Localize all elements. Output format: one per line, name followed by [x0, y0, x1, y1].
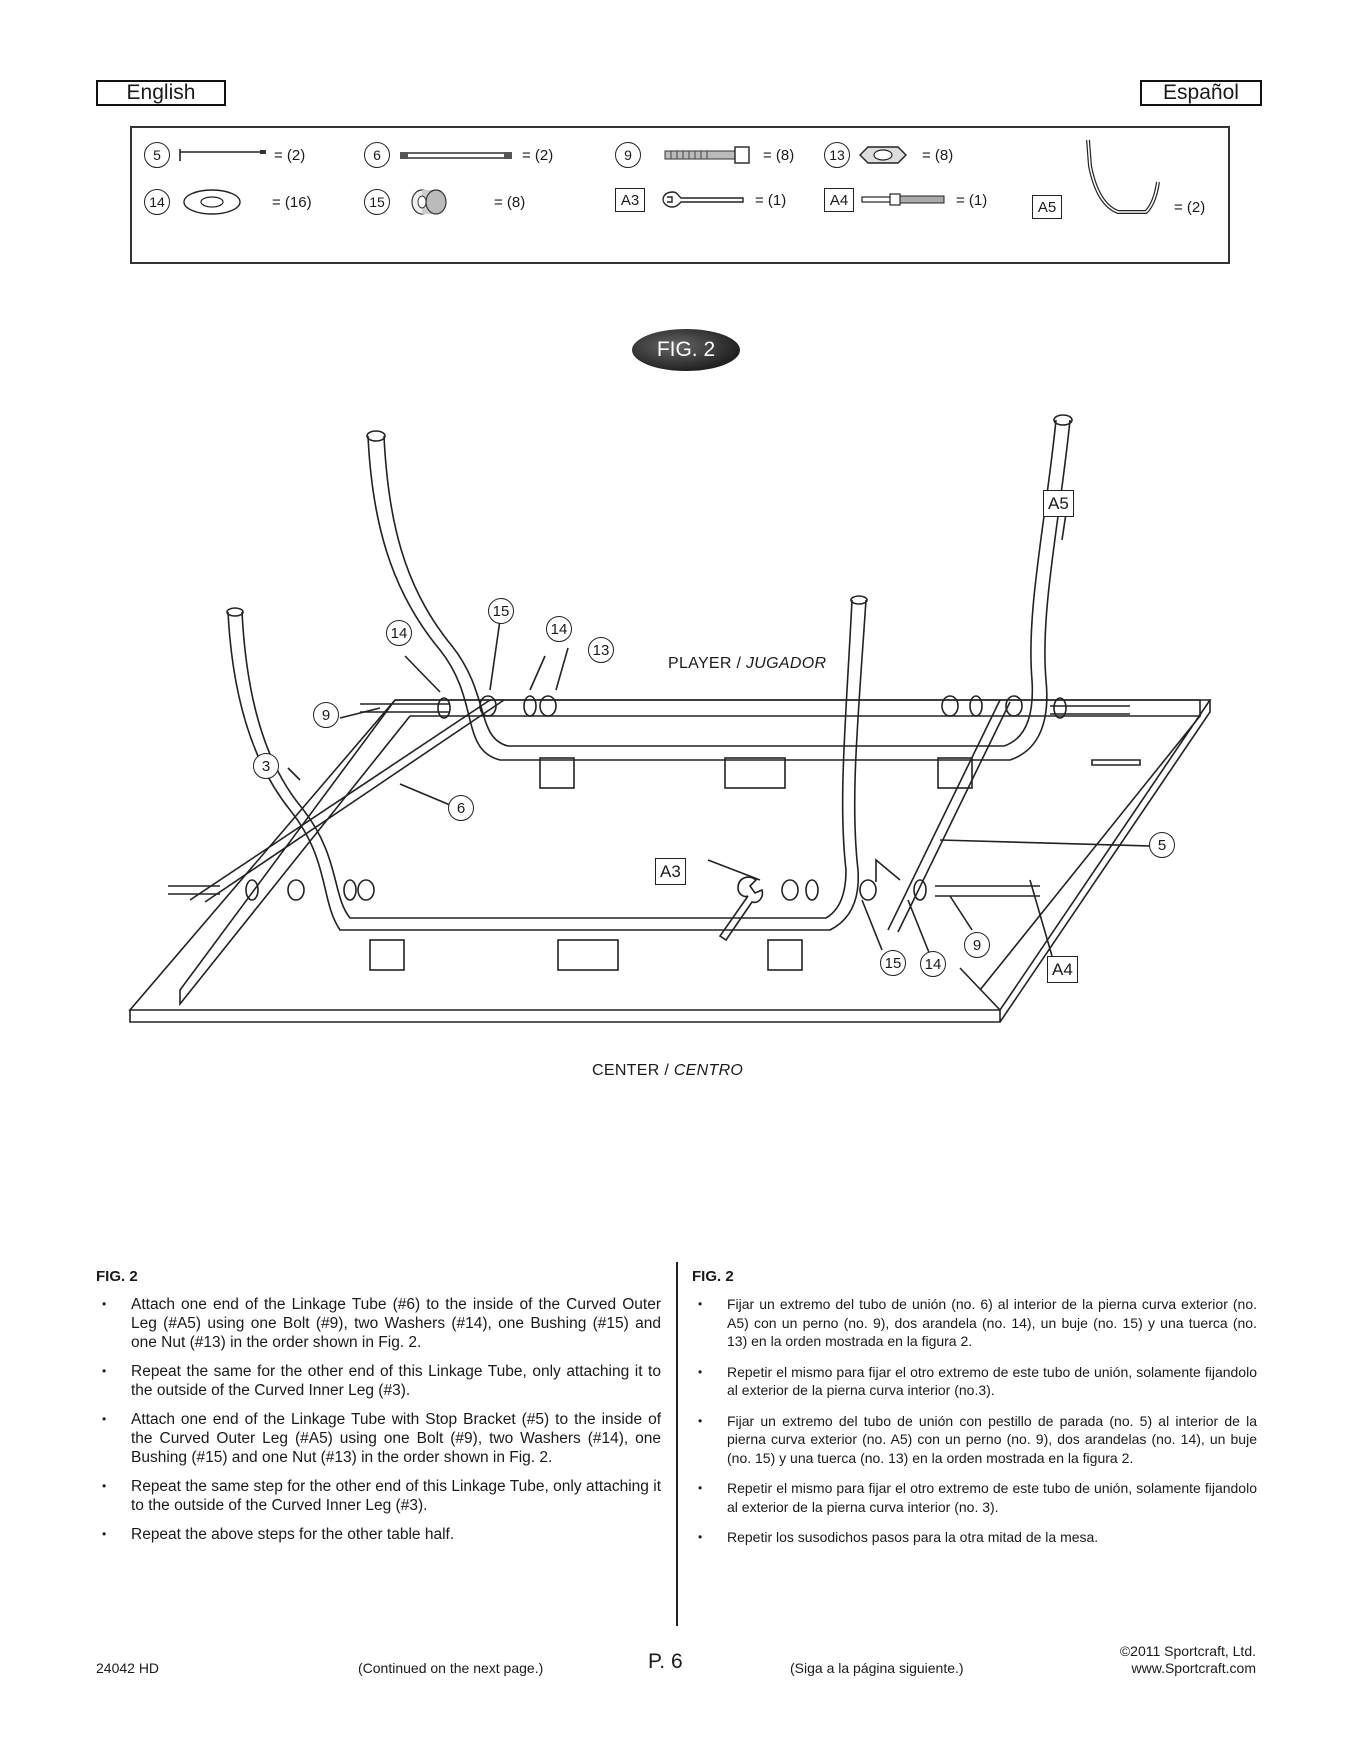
- callout-inner-leg: 3: [253, 753, 279, 779]
- callout-washer: 14: [386, 620, 412, 646]
- player-label: PLAYER /: [668, 655, 742, 672]
- callout-bolt: 9: [964, 932, 990, 958]
- linkage-tube-icon: [400, 152, 512, 159]
- part-quantity: = (8): [763, 146, 795, 164]
- instructions-heading: FIG. 2: [692, 1268, 734, 1285]
- assembly-drawing: [128, 414, 1212, 1023]
- website: www.Sportcraft.com: [1131, 1660, 1256, 1676]
- callout-stop-bracket: 5: [1149, 832, 1175, 858]
- part-number: 14: [144, 189, 170, 215]
- part-number: 13: [824, 142, 850, 168]
- instruction-step: Repetir el mismo para fijar el otro extr…: [692, 1363, 1257, 1400]
- continued-note-en: (Continued on the next page.): [358, 1660, 544, 1676]
- part-number: A5: [1032, 195, 1062, 219]
- instructions-spanish: FIG. 2 Fijar un extremo del tubo de unió…: [692, 1268, 1257, 1559]
- continued-note-es: (Siga a la página siguiente.): [790, 1660, 964, 1676]
- language-tab-spanish: Español: [1140, 80, 1262, 106]
- instruction-step: Attach one end of the Linkage Tube (#6) …: [96, 1295, 661, 1352]
- figure-badge: FIG. 2: [632, 329, 740, 371]
- curved-leg-icon: [1086, 139, 1160, 214]
- callout-allen-key: A4: [1047, 956, 1078, 983]
- instruction-step: Attach one end of the Linkage Tube with …: [96, 1410, 661, 1467]
- instruction-step: Repeat the same for the other end of thi…: [96, 1362, 661, 1400]
- nut-icon: [859, 146, 907, 164]
- part-quantity: = (8): [922, 146, 954, 164]
- part-quantity: = (2): [274, 146, 306, 164]
- callout-washer: 14: [546, 616, 572, 642]
- instruction-step: Repeat the same step for the other end o…: [96, 1477, 661, 1515]
- part-number: A3: [615, 188, 645, 212]
- part-13: 13 = (8): [824, 142, 953, 168]
- part-6: 6 = (2): [364, 142, 553, 168]
- page-number: P. 6: [648, 1650, 683, 1673]
- center-label: CENTER /: [592, 1062, 670, 1079]
- part-quantity: = (2): [522, 146, 554, 164]
- player-side-label: PLAYER / JUGADOR: [668, 655, 826, 673]
- copyright: ©2011 Sportcraft, Ltd.: [1119, 1643, 1256, 1659]
- part-a4: A4 = (1): [824, 188, 987, 212]
- part-5: 5 = (2): [144, 142, 305, 168]
- center-label-es: CENTRO: [673, 1062, 744, 1079]
- part-number: A4: [824, 188, 854, 212]
- callout-washer: 14: [920, 951, 946, 977]
- stop-bracket-icon: [179, 149, 266, 161]
- callout-bushing: 15: [488, 598, 514, 624]
- instruction-step: Repetir los susodichos pasos para la otr…: [692, 1528, 1257, 1547]
- assembly-diagram: 14 15 14 13 9 3 6 5 15 14 9 A5 A3 A4 PLA…: [128, 414, 1212, 1080]
- callout-curved-outer-leg: A5: [1043, 490, 1074, 517]
- instruction-step: Repeat the above steps for the other tab…: [96, 1525, 661, 1544]
- part-15: 15 = (8): [364, 188, 525, 216]
- column-divider: [676, 1262, 678, 1626]
- part-quantity: = (2): [1174, 198, 1206, 216]
- language-tab-english: English: [96, 80, 226, 106]
- callout-wrench: A3: [655, 858, 686, 885]
- parts-list: 5 = (2) 6 = (2) 9 = (8) 13 = (8) 14 = (1…: [130, 126, 1230, 264]
- part-quantity: = (1): [755, 191, 787, 209]
- player-label-es: JUGADOR: [746, 655, 827, 672]
- part-quantity: = (1): [956, 191, 988, 209]
- bolt-icon: [664, 146, 750, 164]
- part-9: 9 = (8): [615, 142, 794, 168]
- part-number: 15: [364, 189, 390, 215]
- part-number: 5: [144, 142, 170, 168]
- instructions-heading: FIG. 2: [96, 1268, 138, 1285]
- callout-bushing: 15: [880, 950, 906, 976]
- callout-bolt: 9: [313, 702, 339, 728]
- part-a3: A3 = (1): [615, 188, 786, 212]
- allen-key-icon: [861, 193, 945, 206]
- part-14: 14 = (16): [144, 188, 312, 216]
- callout-linkage-tube: 6: [448, 795, 474, 821]
- washer-icon: [183, 189, 241, 215]
- part-a5: A5 = (2): [1032, 139, 1206, 226]
- model-number: 24042 HD: [96, 1660, 160, 1676]
- callout-nut: 13: [588, 637, 614, 663]
- part-quantity: = (16): [272, 193, 312, 211]
- part-quantity: = (8): [494, 193, 526, 211]
- bushing-icon: [411, 189, 447, 215]
- center-side-label: CENTER / CENTRO: [592, 1062, 743, 1080]
- instruction-step: Fijar un extremo del tubo de unión (no. …: [692, 1295, 1257, 1351]
- instructions-english: FIG. 2 Attach one end of the Linkage Tub…: [96, 1268, 661, 1554]
- part-number: 9: [615, 142, 641, 168]
- instruction-step: Fijar un extremo del tubo de unión con p…: [692, 1412, 1257, 1468]
- wrench-icon: [662, 191, 744, 208]
- instruction-step: Repetir el mismo para fijar el otro extr…: [692, 1479, 1257, 1516]
- part-number: 6: [364, 142, 390, 168]
